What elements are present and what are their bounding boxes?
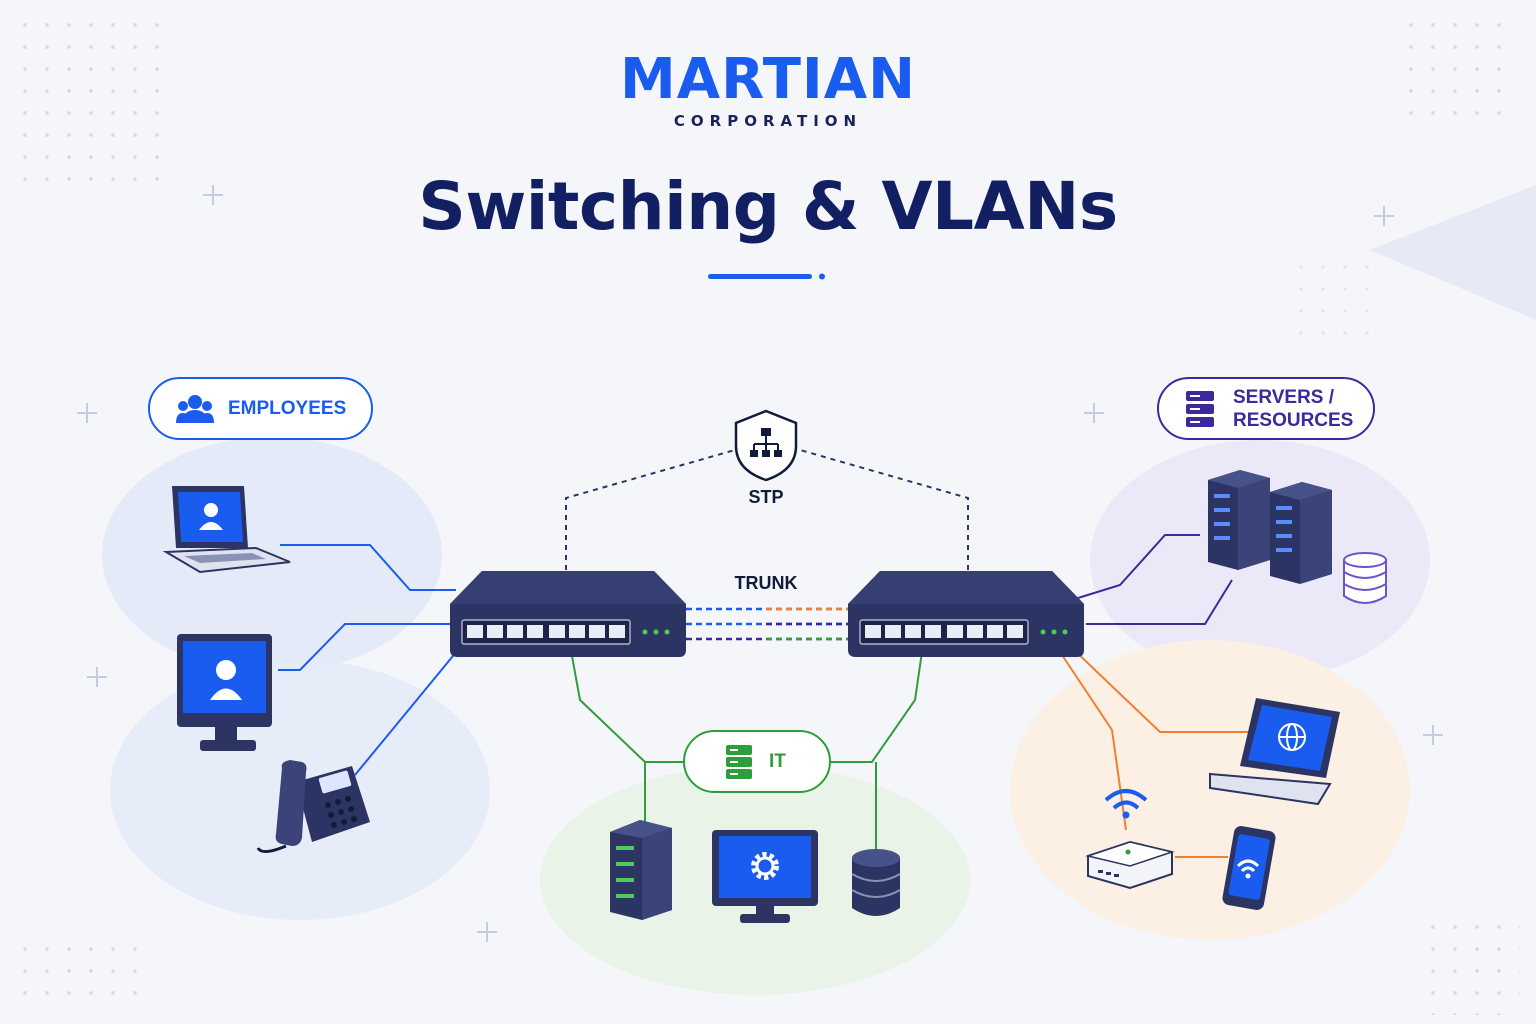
brand-subtitle: CORPORATION <box>673 112 863 130</box>
it-links <box>569 644 924 850</box>
plus-marks <box>77 185 1443 942</box>
wireless-links <box>1059 647 1262 858</box>
stp-shield-icon <box>734 409 798 482</box>
title-underline <box>708 274 812 279</box>
dot-grid-bottom-right <box>1420 915 1520 1015</box>
server-stack-green-icon <box>726 744 752 779</box>
brand-logo: MARTIAN CORPORATION <box>0 47 1536 131</box>
servers-label-line2: RESOURCES <box>1233 409 1354 431</box>
it-monitor-gear-icon <box>712 830 818 923</box>
it-server-tower-icon <box>610 820 672 920</box>
dot-grid-bottom-left <box>20 930 155 1010</box>
servers-label: SERVERS / RESOURCES <box>1233 386 1353 432</box>
server-links <box>1077 534 1233 625</box>
trunk-label: TRUNK <box>734 573 798 593</box>
wireless-area <box>1010 640 1410 940</box>
servers-label-line1: SERVERS / <box>1233 386 1335 408</box>
dot-grid-right <box>1295 255 1375 345</box>
decor-swoosh <box>1370 185 1536 320</box>
wifi-access-point-icon <box>1085 789 1175 890</box>
storage-database-icon <box>1343 552 1387 604</box>
it-label: IT <box>769 751 786 772</box>
page-title: Switching & VLANs <box>418 168 1118 245</box>
desktop-user-icon <box>177 634 272 751</box>
servers-group-label: SERVERS / RESOURCES <box>1157 377 1375 440</box>
users-icon <box>176 394 214 423</box>
employees-label: EMPLOYEES <box>228 398 347 419</box>
server-rack-icon <box>1208 470 1332 584</box>
stp-label: STP <box>748 487 784 507</box>
employee-links <box>278 544 463 776</box>
it-group-label: IT <box>683 730 831 793</box>
switch-right <box>848 571 1084 657</box>
title-underline-dot <box>819 273 825 280</box>
it-database-icon <box>851 849 901 916</box>
dot-grid-top-right <box>1398 15 1518 125</box>
laptop-globe-icon <box>1209 698 1340 806</box>
ip-phone-icon <box>256 760 370 853</box>
trunk-links <box>686 607 848 641</box>
dot-grid-top-left <box>10 15 160 190</box>
switch-left <box>450 571 686 657</box>
employees-group-label: EMPLOYEES <box>148 377 373 440</box>
smartphone-icon <box>1222 826 1276 910</box>
server-stack-icon <box>1186 390 1214 427</box>
stp-links <box>565 449 969 570</box>
brand-name: MARTIAN <box>620 47 916 112</box>
laptop-user-icon <box>162 486 291 574</box>
